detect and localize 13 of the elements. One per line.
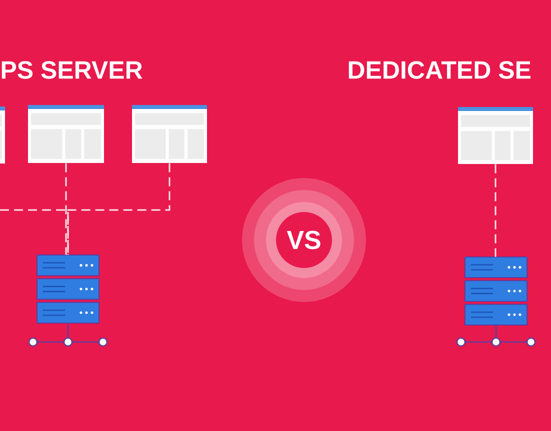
dashed-connector <box>494 164 496 257</box>
heading: PS SERVER <box>2 61 142 79</box>
browser-window <box>458 107 533 164</box>
vs-badge: VS <box>242 178 366 302</box>
browser-window <box>0 106 5 164</box>
heading: DEDICATED SE <box>348 61 530 79</box>
server-stack <box>36 254 100 324</box>
browser-window <box>28 105 104 163</box>
dashed-connector <box>65 163 67 255</box>
server-stack <box>464 256 528 326</box>
browser-window <box>132 105 207 163</box>
dashed-connector <box>0 209 69 255</box>
dashed-connector <box>67 163 170 255</box>
